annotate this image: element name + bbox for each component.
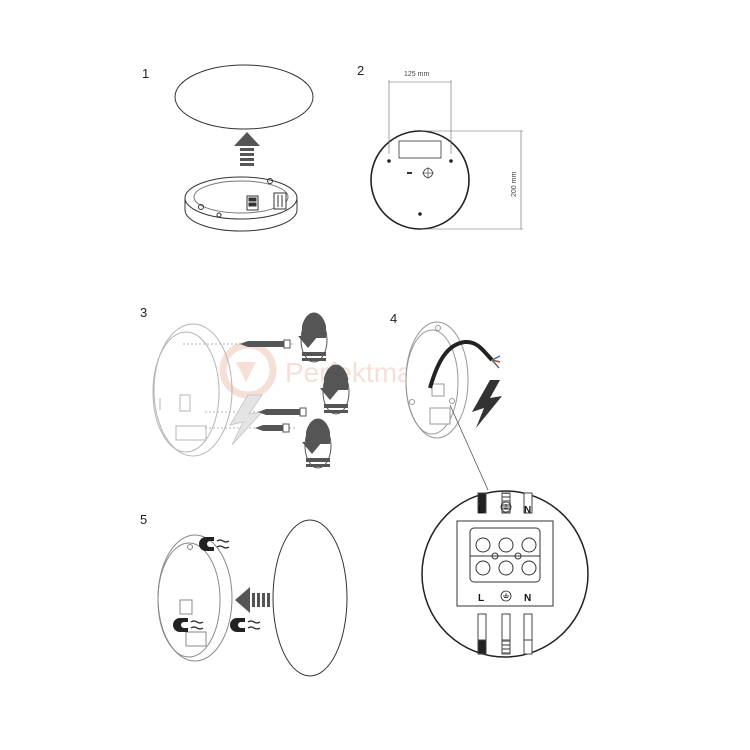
screw <box>255 423 290 433</box>
magnet-icon <box>173 618 204 632</box>
step-3-illustration <box>152 312 350 469</box>
step-number-5: 5 <box>140 512 148 527</box>
rotate-arrow-icon <box>320 364 350 415</box>
step-5-illustration <box>157 519 348 677</box>
diffuser-cover <box>174 64 314 130</box>
diffuser-cover <box>272 519 348 677</box>
rotate-arrow-icon <box>298 312 328 363</box>
step-number-1: 1 <box>142 66 150 81</box>
step-1-illustration <box>174 64 314 232</box>
lightning-icon <box>472 380 502 428</box>
step-4-illustration <box>405 321 502 491</box>
step-2-illustration: 125 mm 200 mm <box>370 71 523 230</box>
step-number-3: 3 <box>140 305 148 320</box>
step-number-2: 2 <box>357 63 365 78</box>
screw <box>258 407 307 417</box>
up-arrow-icon <box>234 132 260 166</box>
height-dimension-label: 200 mm <box>511 172 518 197</box>
power-cable <box>428 339 494 389</box>
step-number-4: 4 <box>390 311 398 326</box>
terminal-block-detail: L N L N <box>421 490 589 658</box>
lamp-base <box>184 176 298 232</box>
terminal-label-n-bottom: N <box>524 593 531 604</box>
terminal-label-n-top: N <box>524 505 531 516</box>
magnet-icon <box>230 618 261 632</box>
ground-icon <box>500 590 512 602</box>
width-dimension-label: 125 mm <box>404 71 429 78</box>
magnet-icon <box>199 537 230 551</box>
left-arrow-icon <box>235 587 270 613</box>
ground-icon <box>500 501 512 513</box>
screw <box>240 339 291 349</box>
rotate-arrow-icon <box>302 418 332 469</box>
terminal-label-l-bottom: L <box>478 593 484 604</box>
terminal-label-l-top: L <box>478 505 484 516</box>
